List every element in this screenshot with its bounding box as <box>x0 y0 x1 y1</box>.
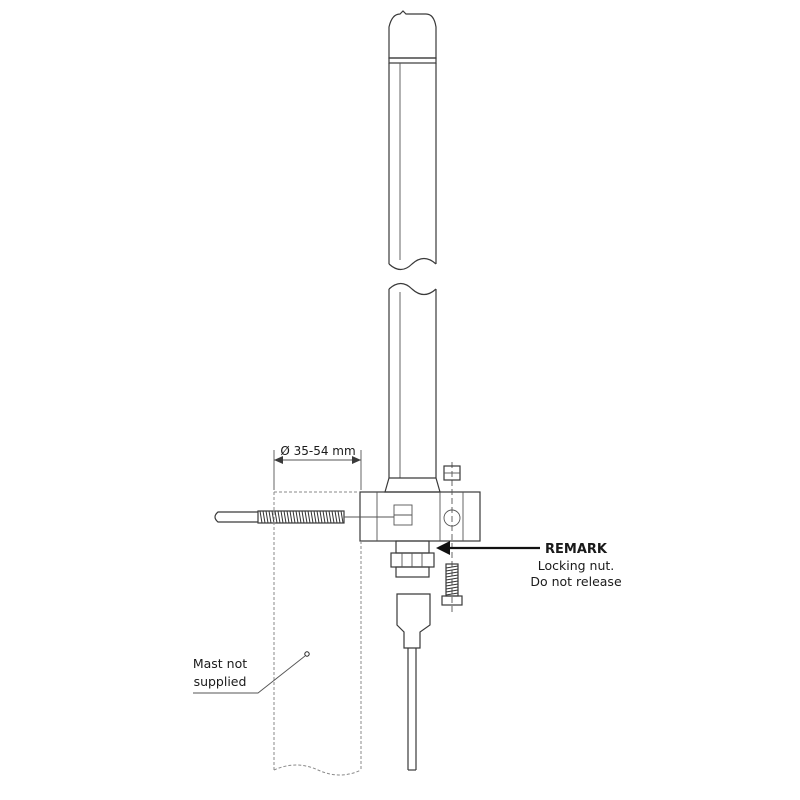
diameter-label: Ø 35-54 mm <box>280 444 355 458</box>
antenna-lower-section <box>388 282 437 478</box>
remark-title: REMARK <box>545 542 608 557</box>
rod-thread-mark <box>286 510 290 524</box>
mast-note-callout: Mast not supplied <box>193 651 310 694</box>
locking-nut-connector <box>390 540 435 578</box>
rod-thread-mark <box>304 510 308 524</box>
remark-line-1: Locking nut. <box>538 558 615 573</box>
rod-thread-mark <box>328 510 332 524</box>
antenna-upper-section <box>388 10 437 271</box>
rod-thread-mark <box>316 510 320 524</box>
rod-thread-mark <box>313 510 317 524</box>
rod-thread-mark <box>307 510 311 524</box>
rod-thread-mark <box>310 510 314 524</box>
rod-thread-mark <box>301 510 305 524</box>
mast-outline <box>273 491 362 776</box>
rod-thread-mark <box>280 510 284 524</box>
threaded-clamp-rod <box>214 510 394 524</box>
exploded-bolt-assembly <box>441 462 463 612</box>
bolt-thread-mark <box>445 568 459 572</box>
rod-thread-mark <box>337 510 341 524</box>
bolt-thread-mark <box>445 574 459 578</box>
rod-thread-mark <box>292 510 296 524</box>
rod-thread-mark <box>283 510 287 524</box>
bolt-thread-mark <box>445 565 459 569</box>
rod-thread-mark <box>334 510 338 524</box>
rod-thread-mark <box>265 510 269 524</box>
rod-threads <box>259 510 344 524</box>
rod-thread-mark <box>295 510 299 524</box>
bolt-thread-mark <box>445 586 459 590</box>
remark-line-2: Do not release <box>530 574 622 589</box>
bolt-threads <box>445 565 459 596</box>
rod-thread-mark <box>262 510 266 524</box>
rod-thread-mark <box>277 510 281 524</box>
mast-note-line-2: supplied <box>194 674 247 689</box>
rod-thread-mark <box>298 510 302 524</box>
bolt-thread-mark <box>445 580 459 584</box>
bolt-thread-mark <box>445 583 459 587</box>
bolt-thread-mark <box>445 589 459 593</box>
bolt-thread-mark <box>445 571 459 575</box>
rod-thread-mark <box>322 510 326 524</box>
mast-note-line-1: Mast not <box>193 656 247 671</box>
bolt-thread-mark <box>445 577 459 581</box>
diameter-dimension: Ø 35-54 mm <box>273 444 362 490</box>
bolt-thread-mark <box>445 592 459 596</box>
rod-thread-mark <box>271 510 275 524</box>
antenna-base <box>384 477 441 493</box>
rod-thread-mark <box>268 510 272 524</box>
rod-thread-mark <box>340 510 344 524</box>
rod-thread-mark <box>331 510 335 524</box>
mounting-bracket <box>359 491 481 542</box>
rod-thread-mark <box>259 510 263 524</box>
rod-thread-mark <box>274 510 278 524</box>
rod-thread-mark <box>325 510 329 524</box>
cable-connector <box>396 593 431 771</box>
remark-callout: REMARK Locking nut. Do not release <box>436 541 622 589</box>
rod-thread-mark <box>289 510 293 524</box>
rod-thread-mark <box>319 510 323 524</box>
